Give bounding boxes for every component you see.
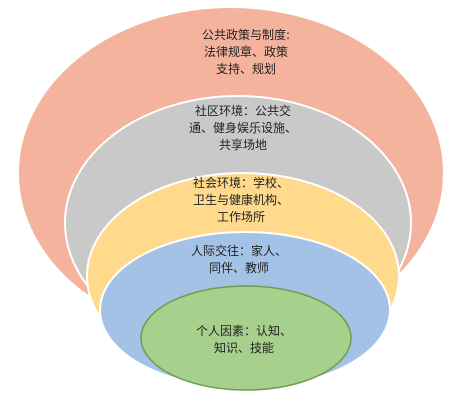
layer-label-line: 人际交往：家人、 — [190, 244, 287, 258]
layer-label-line: 共享场地 — [218, 138, 267, 152]
layer-label-line: 公共政策与制度: — [201, 28, 291, 42]
ellipse-individual — [140, 285, 352, 391]
layer-label-individual: 个人因素：认知、 知识、技能 — [184, 323, 304, 357]
layer-label-line: 个人因素：认知、 — [195, 324, 292, 338]
layer-label-line: 通、健身娱乐设施、 — [188, 121, 297, 135]
layer-label-line: 同伴、教师 — [208, 261, 269, 275]
layer-label-community: 社区环境：公共交 通、健身娱乐设施、 共享场地 — [178, 103, 308, 154]
layer-label-policy: 公共政策与制度: 法律规章、政策 支持、规划 — [186, 27, 306, 78]
layer-label-line: 卫生与健康机构、 — [192, 193, 289, 207]
layer-label-line: 工作场所 — [216, 210, 265, 224]
layer-label-social: 社会环境：学校、 卫生与健康机构、 工作场所 — [176, 175, 306, 226]
layer-label-line: 社会环境：学校、 — [192, 176, 289, 190]
layer-label-line: 法律规章、政策 — [203, 45, 288, 59]
layer-label-line: 社区环境：公共交 — [194, 104, 291, 118]
layer-label-line: 支持、规划 — [215, 62, 276, 76]
layer-label-line: 知识、技能 — [213, 341, 274, 355]
layer-label-interpersonal: 人际交往：家人、 同伴、教师 — [179, 243, 299, 277]
